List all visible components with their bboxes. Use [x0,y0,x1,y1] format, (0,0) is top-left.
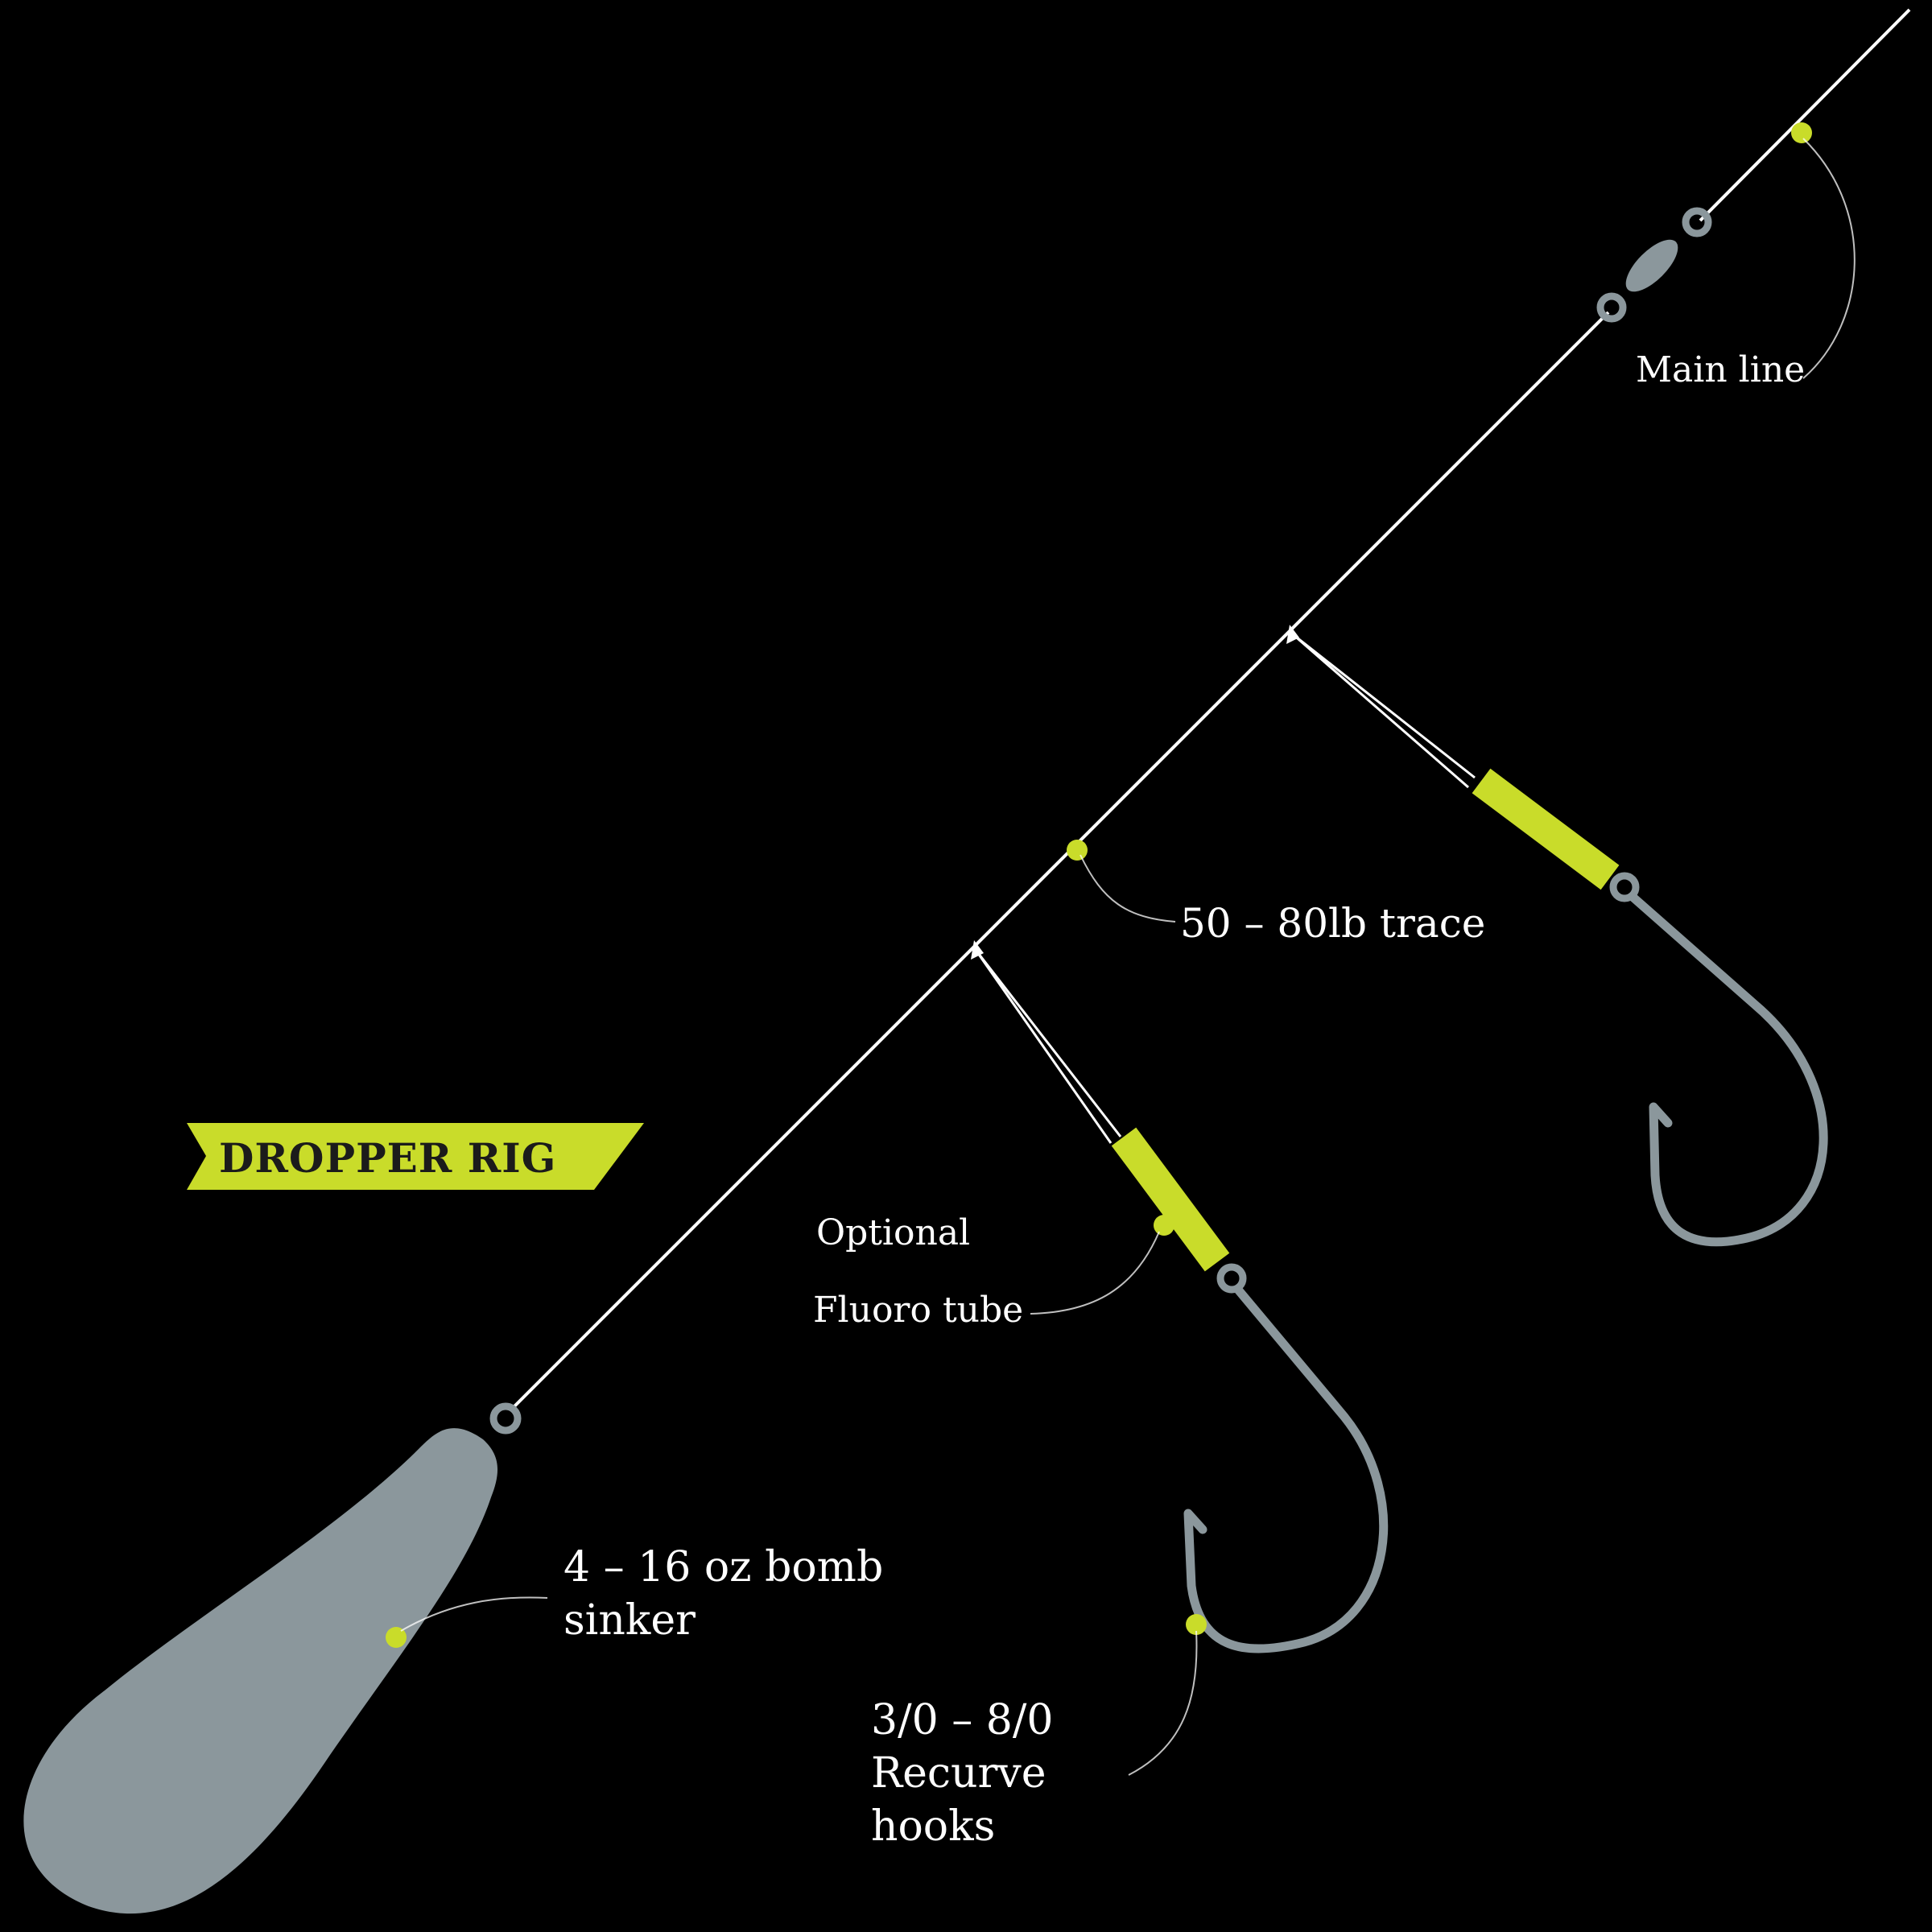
sinker-eye [489,1402,522,1435]
lower-hook [1183,1285,1389,1653]
upper-dropper-line-b [1292,633,1469,789]
upper-dropper [1292,633,1828,1247]
main-line-callout-dot [1791,122,1812,143]
hooks-label-line2: Recurve [871,1749,1046,1798]
title-text: DROPPER RIG [219,1134,556,1182]
upper-fluoro-tube [1472,768,1620,890]
fluoro-label-line1: Optional [816,1212,970,1253]
swivel-top-ring [1682,207,1712,237]
hooks-callout-dot [1186,1614,1207,1635]
sinker-body [23,1428,498,1914]
swivel-barrel [1625,239,1678,292]
swivel-bottom-ring [1596,292,1627,323]
sinker-label-line1: 4 – 16 oz bomb [564,1543,883,1591]
main-line-leader [1802,138,1856,379]
hooks-leader [1128,1630,1198,1776]
sinker-leader [400,1596,548,1632]
trace-line [512,311,1610,1409]
title-banner: DROPPER RIG [187,1123,644,1190]
fluoro-label-line2: Fluoro tube [813,1290,1023,1331]
lower-fluoro-tube [1111,1127,1230,1272]
trace-label: 50 – 80lb trace [1180,900,1485,947]
main-line [1699,8,1911,222]
upper-dropper-line-a [1292,633,1476,779]
lower-dropper-line-a [974,949,1122,1137]
fluoro-callout-dot [1154,1215,1174,1236]
hooks-label-line1: 3/0 – 8/0 [871,1696,1053,1744]
upper-hook [1628,892,1828,1247]
lower-dropper [974,949,1389,1653]
lower-hook-eye [1216,1263,1247,1294]
swivel [1596,207,1712,323]
main-line-label: Main line [1636,349,1805,390]
trace-callout-dot [1067,840,1088,861]
lower-dropper-line-b [974,949,1113,1144]
sinker-label-line2: sinker [564,1596,696,1645]
upper-hook-eye [1609,872,1640,902]
sinker-callout-dot [386,1627,407,1648]
hooks-label-line3: hooks [871,1802,995,1851]
fluoro-leader [1030,1231,1160,1315]
trace-leader [1080,854,1176,923]
title-banner-shape [187,1123,644,1190]
bomb-sinker [23,1402,522,1914]
